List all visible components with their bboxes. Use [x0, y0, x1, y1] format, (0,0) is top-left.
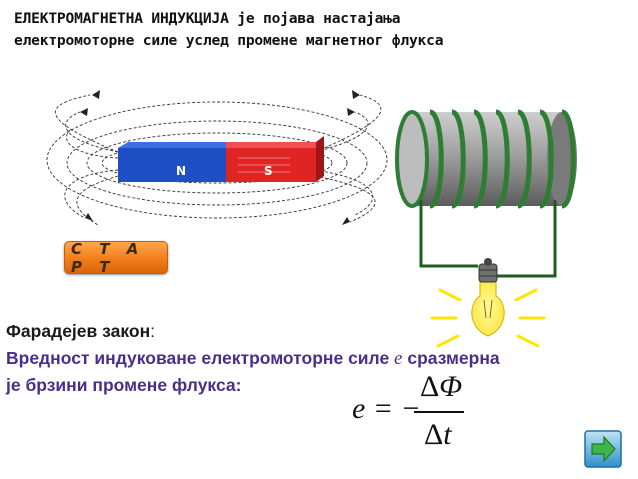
formula-denominator: Δt: [424, 418, 452, 452]
formula-numerator: ΔΦ: [420, 370, 462, 404]
law-line1-post: сразмерна: [402, 348, 500, 368]
denominator-delta: Δ: [424, 418, 444, 451]
title-line2: електромоторне силе услед промене магнет…: [14, 32, 444, 49]
coil: [395, 109, 577, 209]
circuit-wires: [419, 200, 557, 278]
formula-lhs: e = −: [352, 392, 421, 425]
light-bulb-icon: [430, 258, 546, 348]
title-term: ЕЛЕКТРОМАГНЕТНА ИНДУКЦИЈА: [14, 10, 229, 27]
page-title: ЕЛЕКТРОМАГНЕТНА ИНДУКЦИЈА је појава наст…: [14, 8, 626, 52]
title-rest: је појава настајања: [228, 10, 401, 27]
faraday-formula: e = − ΔΦ Δt: [352, 364, 472, 460]
faraday-law-text: Фарадејев закон: Вредност индуковане еле…: [6, 318, 636, 399]
numerator-delta: Δ: [420, 370, 440, 403]
law-line1-pre: Вредност индуковане електромоторне силе: [6, 348, 395, 368]
north-pole-label: N: [176, 164, 186, 178]
field-arrows: [80, 90, 360, 225]
law-heading: Фарадејев закон: [6, 321, 151, 341]
law-heading-colon: :: [150, 321, 156, 341]
south-pole-label: S: [264, 164, 273, 178]
field-lines: [46, 94, 388, 226]
law-line2: је брзини промене флукса:: [6, 375, 242, 395]
bar-magnet: N S: [118, 136, 324, 182]
numerator-var: Φ: [439, 370, 463, 403]
fraction-bar: [414, 411, 464, 413]
next-slide-button[interactable]: [584, 430, 622, 468]
arrow-right-icon: [584, 430, 622, 468]
start-button[interactable]: С Т А Р Т: [64, 240, 168, 276]
law-line1-var: e: [394, 348, 403, 369]
denominator-var: t: [443, 418, 452, 451]
